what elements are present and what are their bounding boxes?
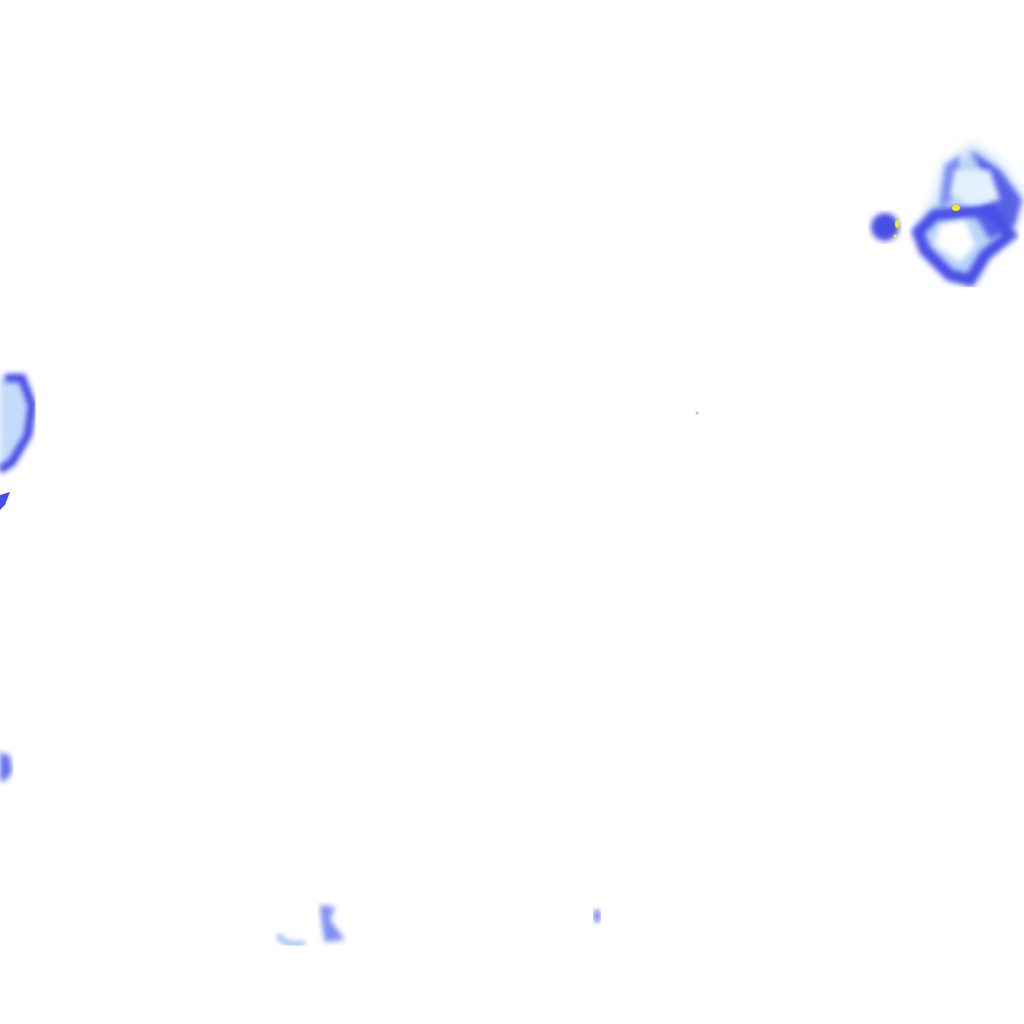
cell-cluster-top-right xyxy=(871,145,1022,287)
fragments-bottom xyxy=(275,411,699,947)
cell-left-edge xyxy=(0,374,37,782)
hotspot xyxy=(952,205,960,211)
